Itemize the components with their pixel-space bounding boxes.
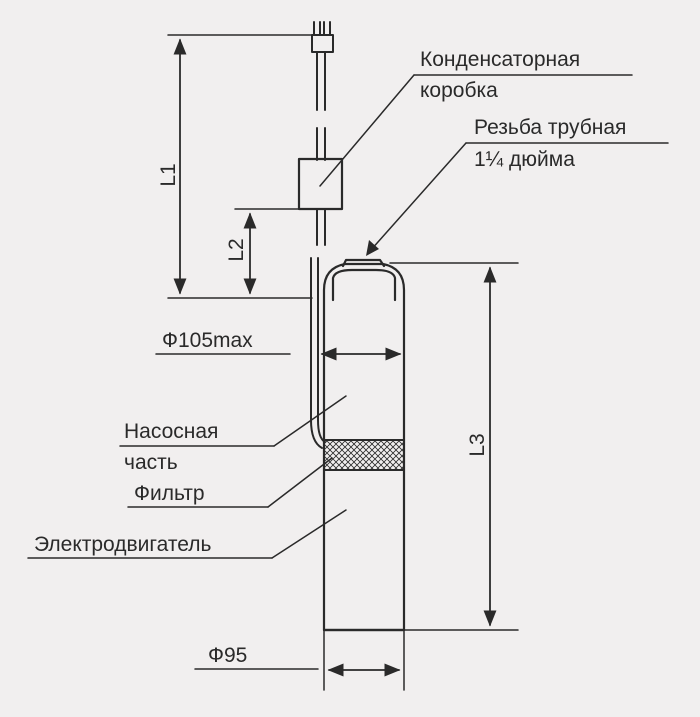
capacitor-box-label-line2: коробка (420, 79, 498, 102)
filter-label: Фильтр (134, 482, 205, 505)
thread-label-line2: 1¼ дюйма (474, 148, 575, 171)
phi105-label: Ф105max (162, 329, 253, 352)
L3-label: L3 (466, 433, 489, 456)
pump-part-label-line1: Насосная (124, 420, 218, 443)
pump-body (322, 258, 406, 632)
pump-part-label-line2: часть (124, 451, 178, 474)
capacitor-box-label-line1: Конденсаторная (420, 48, 580, 71)
L1-label: L1 (157, 163, 180, 186)
thread-pointer-arrowhead (366, 240, 379, 256)
L2-label: L2 (225, 238, 248, 261)
motor-label: Электродвигатель (34, 533, 211, 556)
dimension-extension-lines (167, 34, 519, 691)
thread-label-line1: Резьба трубная (474, 116, 626, 139)
power-cable (310, 21, 334, 449)
filter-mesh (323, 439, 405, 471)
leader-lines (27, 74, 669, 670)
capacitor-box (297, 157, 344, 211)
phi95-label: Ф95 (208, 644, 247, 667)
